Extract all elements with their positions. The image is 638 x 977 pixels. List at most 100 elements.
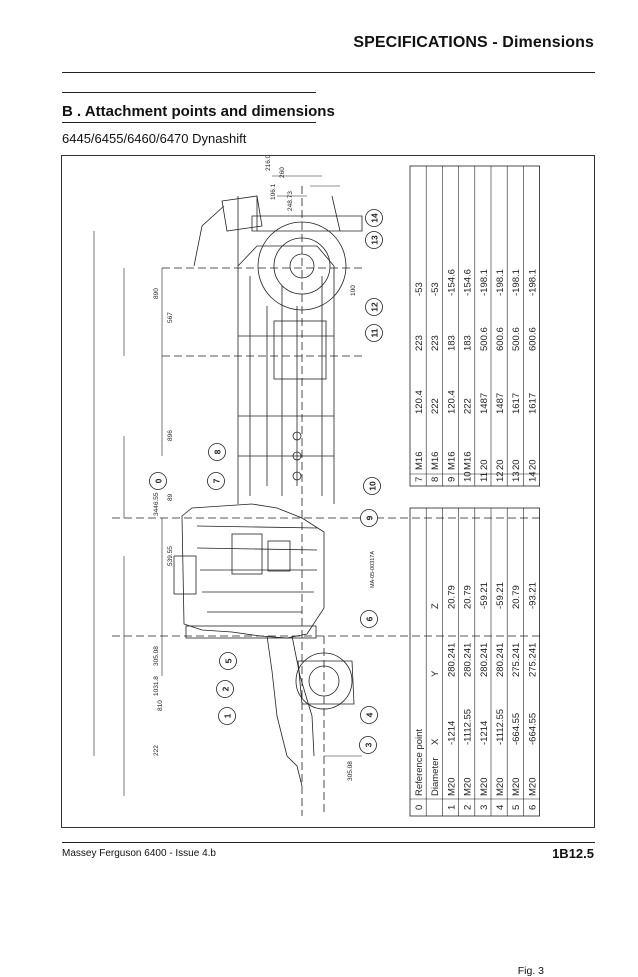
section-title: B . Attachment points and dimensions	[62, 103, 335, 120]
table-left-cell: M20	[479, 778, 490, 796]
table-right-cell: 600.6	[495, 327, 506, 351]
svg-text:11: 11	[370, 328, 380, 337]
table-right-cell: -154.6	[446, 269, 457, 296]
table-right-cell: -198.1	[527, 269, 538, 296]
table-left-header-text: Reference point	[414, 729, 425, 796]
callout-9: 9	[360, 509, 378, 527]
table-left-cell: 20.79	[463, 585, 474, 609]
table-left-cell: 280.241	[446, 643, 457, 677]
callout-10: 10	[363, 477, 381, 495]
table-right-cell: 120.4	[446, 390, 457, 414]
table-left-cell: -664.55	[527, 713, 538, 745]
callout-13: 13	[365, 231, 383, 249]
dimension-label: 567	[167, 312, 174, 323]
table-right-cell: M16	[430, 452, 441, 470]
table-right-cell: 120.4	[414, 390, 425, 414]
callout-8: 8	[208, 443, 226, 461]
table-left-cell: 1	[446, 805, 457, 810]
table-right-cell: -198.1	[511, 269, 522, 296]
table-left-cell: 4	[495, 805, 506, 810]
table-left-cell: -93.21	[527, 582, 538, 609]
table-right-cell: 13	[511, 471, 522, 482]
table-right-cell: 8	[430, 477, 441, 482]
table-right-cell: 1617	[527, 393, 538, 414]
dimension-label: 896	[167, 430, 174, 441]
dimension-label: 100	[350, 285, 357, 296]
svg-text:8: 8	[213, 449, 223, 454]
callout-0: 0	[149, 472, 167, 490]
table-left-cell: 280.241	[479, 643, 490, 677]
dimension-label: 810	[157, 700, 164, 711]
table-right-cell: 20	[479, 459, 490, 470]
table-left-col-header: Y	[430, 670, 441, 677]
page-header-title: SPECIFICATIONS - Dimensions	[353, 34, 594, 51]
callout-12: 12	[365, 298, 383, 316]
svg-text:3: 3	[364, 742, 374, 747]
reference-table-right: 7M16120.4223-538M16222223-539M16120.4183…	[409, 165, 541, 487]
table-right-cell: 1487	[495, 393, 506, 414]
table-left-cell: M20	[511, 778, 522, 796]
table-right-cell: 7	[414, 477, 425, 482]
svg-text:5: 5	[224, 658, 234, 663]
table-right-cell: 10	[463, 471, 474, 482]
table-left-cell: -664.55	[511, 713, 522, 745]
callout-14: 14	[365, 209, 383, 227]
table-left-cell: 3	[479, 805, 490, 810]
footer-rule	[62, 842, 595, 843]
footer-left: Massey Ferguson 6400 - Issue 4.b	[62, 848, 216, 859]
callout-2: 2	[216, 680, 234, 698]
dimension-label: 539.55	[167, 546, 174, 566]
table-left-cell: -1112.55	[463, 709, 474, 745]
table-left-cell: -1112.55	[495, 709, 506, 745]
dimension-label: 1031.8	[153, 676, 160, 696]
table-right-cell: -53	[430, 282, 441, 296]
table-left-cell: -59.21	[495, 582, 506, 609]
dimension-label: 222	[153, 745, 160, 756]
table-right-cell: 183	[463, 335, 474, 351]
callout-5: 5	[219, 652, 237, 670]
svg-text:0: 0	[154, 478, 164, 483]
table-right-cell: M16	[414, 452, 425, 470]
table-right-cell: 9	[446, 477, 457, 482]
svg-text:10: 10	[368, 481, 378, 491]
table-right-cell: 14	[527, 471, 538, 482]
table-right-cell: 500.6	[479, 327, 490, 351]
table-left-cell: 280.241	[495, 643, 506, 677]
table-right-cell: -198.1	[495, 269, 506, 296]
svg-text:7: 7	[212, 478, 222, 483]
table-right-cell: 222	[463, 398, 474, 414]
table-right-cell: 223	[414, 335, 425, 351]
dimension-label: 260	[279, 167, 286, 178]
table-right-cell: -154.6	[463, 269, 474, 296]
dimension-label: 248.73	[287, 191, 294, 211]
table-right-cell: 1617	[511, 393, 522, 414]
callout-6: 6	[360, 610, 378, 628]
table-left-cell: -1214	[479, 721, 490, 745]
table-left-col-header: X	[430, 738, 441, 745]
table-right-cell: 11	[479, 472, 490, 482]
table-left-cell: 275.241	[527, 643, 538, 677]
dimension-label: 3446.55	[153, 492, 160, 516]
table-right-cell: 223	[430, 335, 441, 351]
table-left-cell: 20.79	[446, 585, 457, 609]
svg-text:6: 6	[365, 616, 375, 621]
table-left-cell: M20	[463, 778, 474, 796]
callout-1: 1	[218, 707, 236, 725]
table-left-cell: -1214	[446, 721, 457, 745]
table-left-col-header: Diameter	[430, 757, 441, 796]
table-right-cell: 20	[511, 459, 522, 470]
callout-4: 4	[360, 706, 378, 724]
table-right-cell: 500.6	[511, 327, 522, 351]
table-right-cell: 222	[430, 398, 441, 414]
svg-text:4: 4	[365, 712, 375, 717]
table-right-cell: 600.6	[527, 327, 538, 351]
table-right-cell: -198.1	[479, 269, 490, 296]
table-left-cell: 20.79	[511, 585, 522, 609]
figure-label: Fig. 3	[517, 965, 544, 977]
callout-3: 3	[359, 736, 377, 754]
table-right-cell: 183	[446, 335, 457, 351]
table-left-cell: 2	[463, 805, 474, 810]
model-line: 6445/6455/6460/6470 Dynashift	[62, 131, 247, 146]
